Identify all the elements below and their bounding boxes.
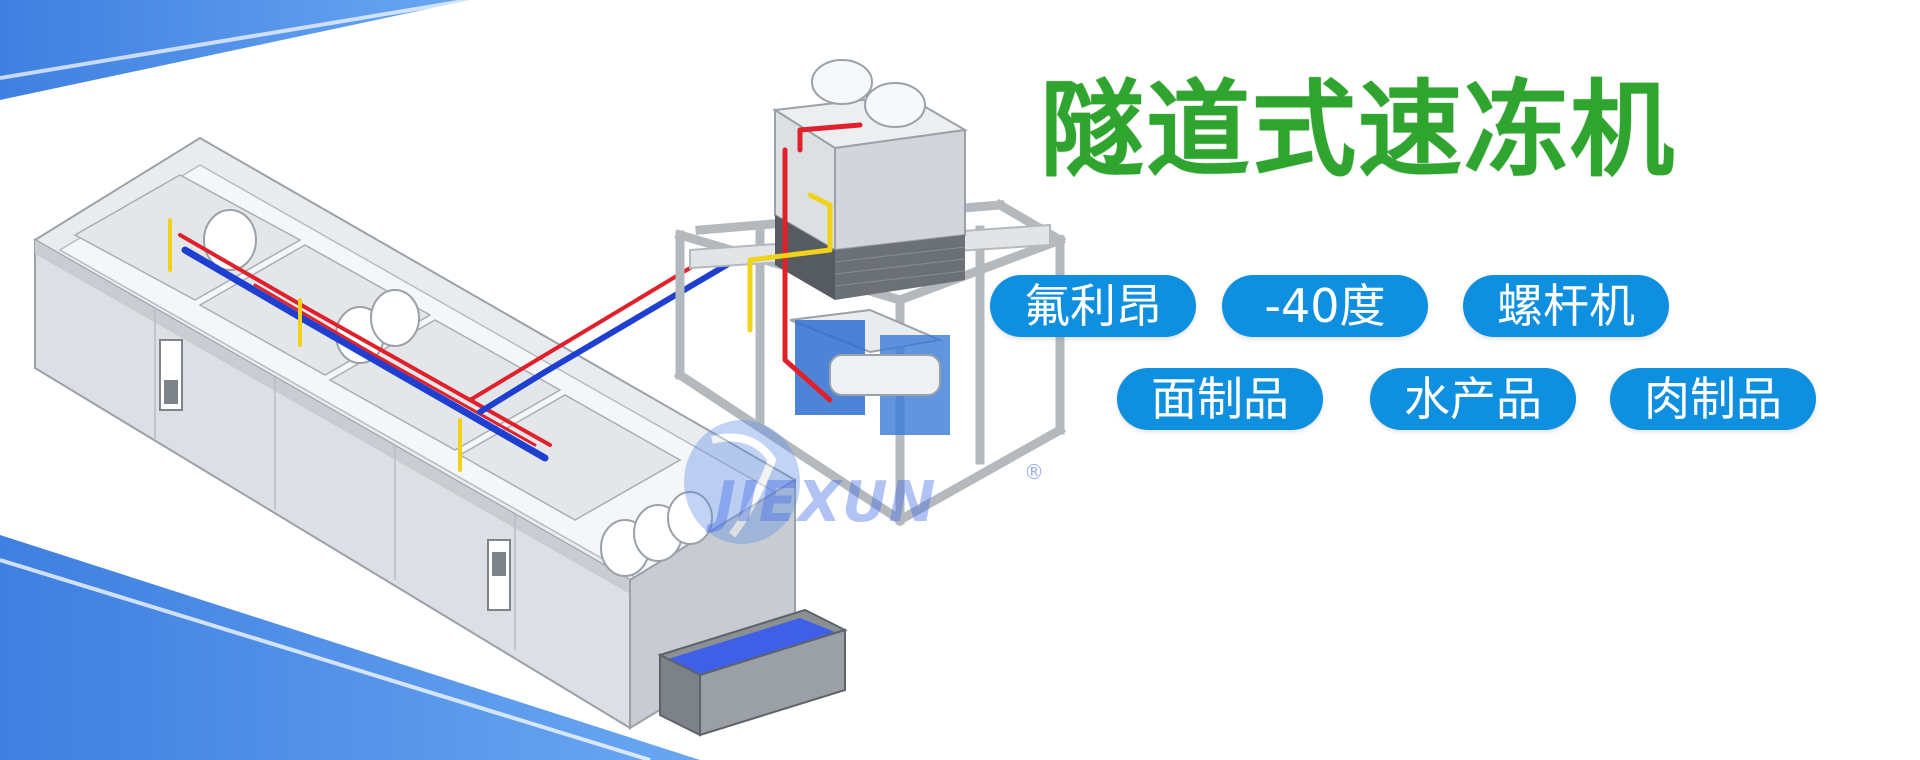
condenser-tower bbox=[772, 59, 969, 300]
jiexun-logo-icon bbox=[684, 420, 800, 544]
top-left-band-stripe bbox=[0, 0, 471, 80]
tag-freon: 氟利昂 bbox=[990, 275, 1196, 337]
refrigerant-pipes bbox=[468, 248, 738, 415]
bottom-left-band-stripe bbox=[0, 558, 651, 760]
tag-meat-products: 肉制品 bbox=[1610, 368, 1816, 430]
fan-icon bbox=[811, 59, 926, 128]
tag-seafood-products: 水产品 bbox=[1370, 368, 1576, 430]
tag-noodle-products: 面制品 bbox=[1117, 368, 1323, 430]
watermark-text: JIEXUN bbox=[715, 470, 937, 535]
top-left-band bbox=[0, 0, 470, 100]
fan-icon bbox=[203, 209, 713, 577]
conveyor-infeed bbox=[657, 608, 848, 737]
watermark-registered-mark: ® bbox=[1024, 460, 1044, 484]
tunnel-freezer bbox=[33, 136, 848, 737]
banner-title: 隧道式速冻机 bbox=[1040, 68, 1677, 191]
tag-minus-40-degree: -40度 bbox=[1222, 275, 1428, 337]
bottom-left-band bbox=[0, 535, 700, 760]
screw-compressor bbox=[789, 308, 950, 435]
tag-screw-compressor: 螺杆机 bbox=[1463, 275, 1669, 337]
